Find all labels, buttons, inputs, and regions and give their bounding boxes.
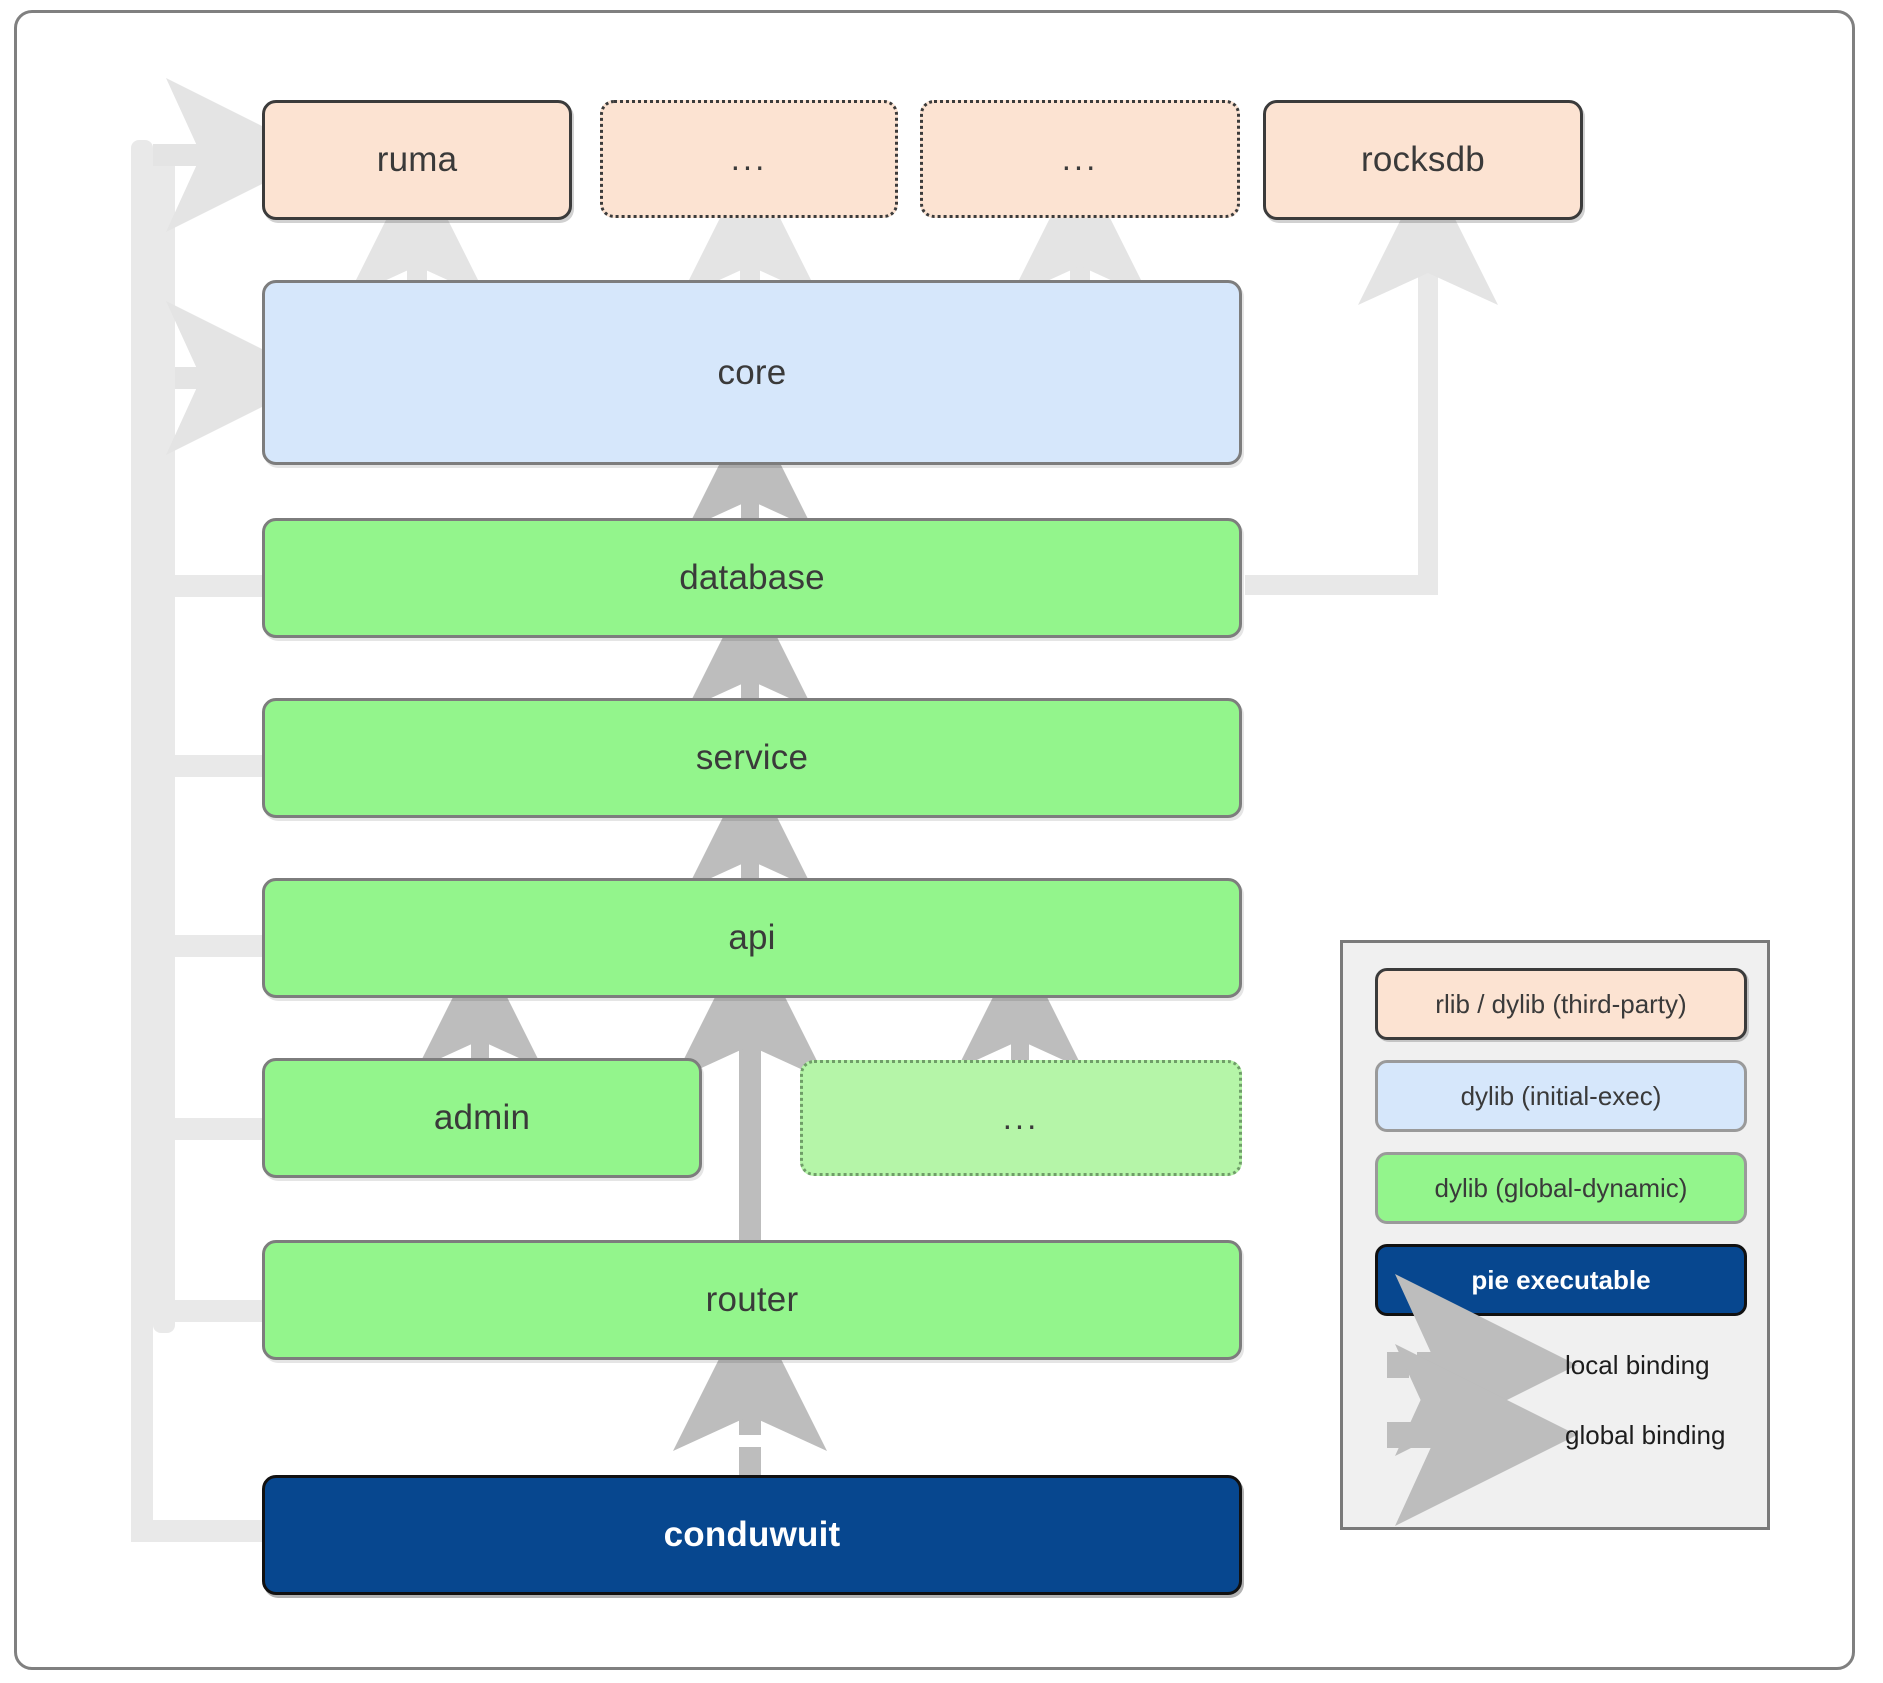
node-service-label: service (695, 738, 809, 777)
legend-swatch-global-dynamic: dylib (global-dynamic) (1375, 1152, 1747, 1224)
node-service[interactable]: service (262, 698, 1242, 818)
legend-panel: rlib / dylib (third-party) dylib (initia… (1340, 940, 1770, 1530)
node-api-other[interactable]: ... (800, 1060, 1242, 1176)
legend-swatch-third-party: rlib / dylib (third-party) (1375, 968, 1747, 1040)
bus-outer-bottom (131, 1520, 271, 1542)
node-rocksdb-label: rocksdb (1361, 140, 1485, 179)
node-api-other-label: ... (1002, 1099, 1040, 1136)
bus-stub-router (153, 1300, 268, 1322)
node-router-label: router (705, 1280, 799, 1319)
legend-local-binding-label: local binding (1565, 1350, 1710, 1380)
node-conduwuit[interactable]: conduwuit (262, 1475, 1242, 1595)
bus-stub-database (153, 575, 268, 597)
node-api-label: api (728, 918, 776, 957)
node-thirdparty-a-label: ... (730, 140, 768, 177)
node-ruma-label: ruma (376, 140, 458, 179)
node-ruma[interactable]: ruma (262, 100, 572, 220)
node-thirdparty-b[interactable]: ... (920, 100, 1240, 218)
node-core-label: core (717, 352, 787, 392)
node-database-label: database (679, 558, 825, 597)
node-admin[interactable]: admin (262, 1058, 702, 1178)
bus-stub-admin (153, 1118, 268, 1140)
bus-stub-api (153, 935, 268, 957)
node-rocksdb[interactable]: rocksdb (1263, 100, 1583, 220)
node-conduwuit-label: conduwuit (663, 1515, 841, 1554)
node-admin-label: admin (433, 1098, 531, 1137)
bus-inner-vertical (153, 153, 175, 1333)
node-database[interactable]: database (262, 518, 1242, 638)
node-api[interactable]: api (262, 878, 1242, 998)
node-core[interactable]: core (262, 280, 1242, 465)
legend-swatch-global-dynamic-label: dylib (global-dynamic) (1434, 1172, 1688, 1203)
legend-swatch-third-party-label: rlib / dylib (third-party) (1435, 988, 1687, 1019)
legend-swatch-initial-exec-label: dylib (initial-exec) (1460, 1080, 1662, 1111)
bus-stub-service (153, 755, 268, 777)
legend-global-binding-label: global binding (1565, 1420, 1726, 1450)
legend-swatch-initial-exec: dylib (initial-exec) (1375, 1060, 1747, 1132)
node-thirdparty-b-label: ... (1061, 140, 1099, 177)
legend-arrow-icons (1387, 1274, 1577, 1526)
bus-outer-vertical (131, 140, 153, 1542)
node-router[interactable]: router (262, 1240, 1242, 1360)
node-thirdparty-a[interactable]: ... (600, 100, 898, 218)
